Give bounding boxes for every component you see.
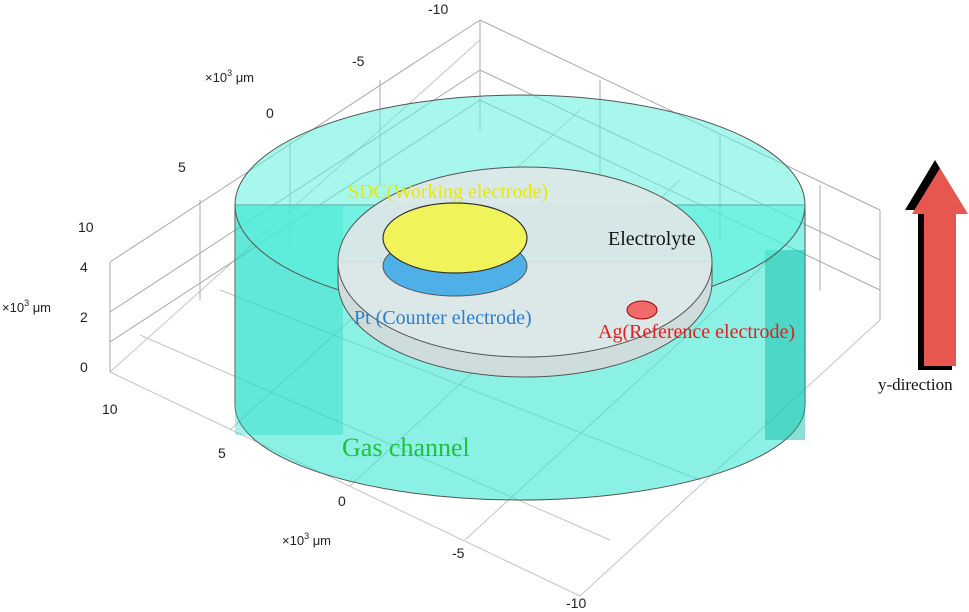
vertical-axis-tick: 4 [80, 259, 88, 275]
y-direction-arrow [905, 160, 968, 370]
bottom-axis-tick: -5 [452, 545, 465, 561]
top-axis-tick: -5 [352, 53, 365, 69]
bottom-axis-tick: -10 [566, 595, 586, 611]
top-axis-tick: 0 [266, 105, 274, 121]
y-direction-label: y-direction [878, 375, 953, 394]
bottom-axis-tick: 0 [338, 493, 346, 509]
top-axis-unit: ×103 μm [205, 68, 254, 85]
top-axis-tick: -10 [428, 1, 448, 17]
working-electrode-label: SDC(Working electrode) [348, 181, 548, 203]
vertical-axis-tick: 2 [80, 309, 88, 325]
bottom-axis-tick: 5 [218, 445, 226, 461]
gas-channel-label: Gas channel [342, 433, 470, 462]
vertical-axis-tick: 0 [80, 359, 88, 375]
bottom-axis-tick: 10 [102, 401, 118, 417]
bottom-axis-unit: ×103 μm [282, 531, 331, 548]
electrolyte-label: Electrolyte [608, 228, 696, 250]
reference-electrode [626, 300, 658, 320]
vertical-axis-unit: ×103 μm [2, 298, 51, 315]
working-electrode [382, 202, 528, 274]
top-axis-tick: 10 [78, 219, 94, 235]
top-axis-tick: 5 [178, 159, 186, 175]
counter-electrode-label: Pt (Counter electrode) [354, 307, 532, 329]
reference-electrode-label: Ag(Reference electrode) [598, 321, 795, 343]
